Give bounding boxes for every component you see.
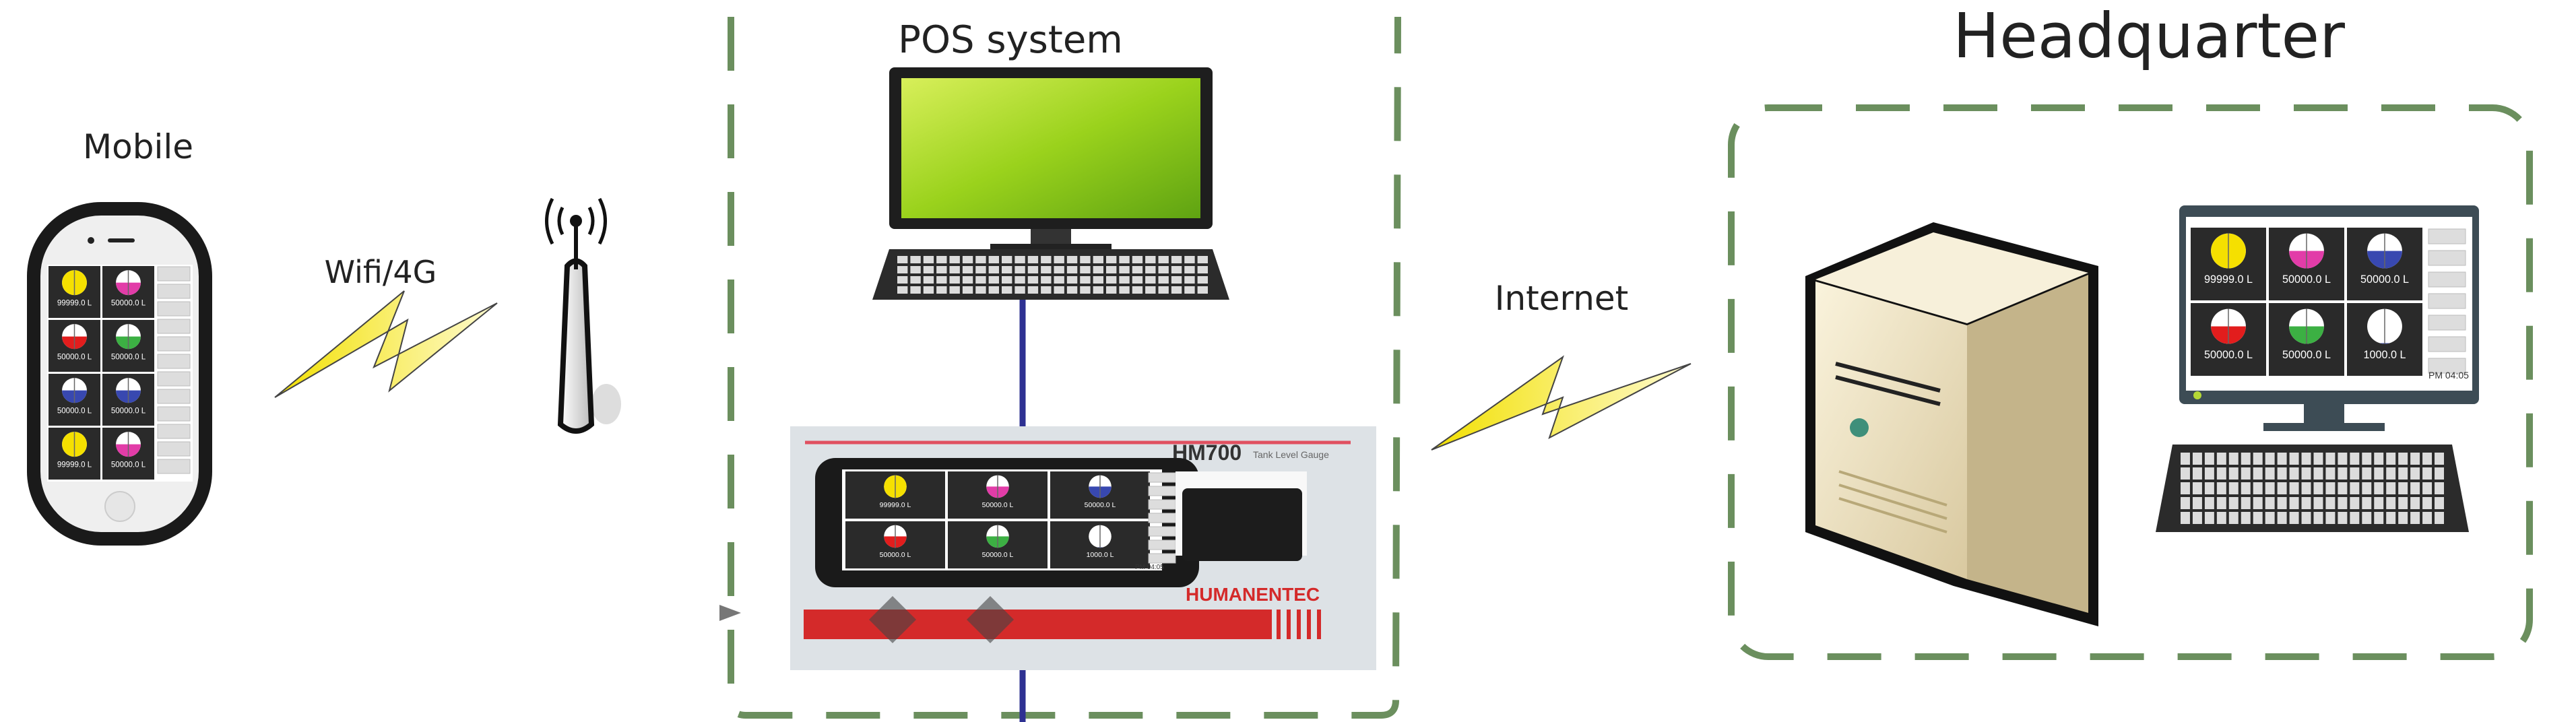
hq-keyboard (2156, 445, 2469, 532)
menu-button[interactable] (2428, 358, 2466, 374)
device-subtitle: Tank Level Gauge (1253, 449, 1329, 460)
tank-tile[interactable]: 1000.0 L (1050, 521, 1150, 568)
tank-tile[interactable]: 50000.0 L (2269, 228, 2344, 300)
menu-button[interactable] (157, 266, 191, 282)
internet-label: Internet (1495, 279, 1629, 318)
tank-tile[interactable]: 50000.0 L (49, 374, 100, 426)
tank-volume: 50000.0 L (111, 461, 146, 469)
tank-tile[interactable]: 50000.0 L (102, 320, 154, 372)
tank-tile[interactable]: 50000.0 L (102, 428, 154, 480)
mobile-screen: 99999.0 L 50000.0 L 50000.0 L 50000.0 L 5000… (47, 265, 193, 482)
menu-button[interactable] (157, 459, 191, 474)
tank-tile[interactable]: 1000.0 L (2347, 303, 2422, 376)
home-button (104, 491, 135, 522)
server-tower-icon (1805, 222, 2098, 626)
pos-keyboard (872, 249, 1229, 300)
menu-button[interactable] (157, 354, 191, 369)
tank-volume: 50000.0 L (1085, 501, 1116, 509)
pos-zone-border (728, 16, 1401, 719)
menu-button[interactable] (1148, 526, 1176, 537)
tank-tile[interactable]: 50000.0 L (845, 521, 945, 568)
menu-button[interactable] (157, 371, 191, 387)
tank-volume: 50000.0 L (111, 300, 146, 308)
tank-volume: 99999.0 L (2204, 273, 2253, 286)
tank-volume: 50000.0 L (2204, 349, 2253, 361)
tank-tile[interactable]: 50000.0 L (2269, 303, 2344, 376)
menu-button[interactable] (157, 319, 191, 334)
brand-logo: HUMANENTEC (1186, 584, 1320, 605)
hq-time: PM 04:05 (2428, 370, 2469, 381)
tank-volume: 1000.0 L (2363, 349, 2406, 361)
tank-tile[interactable]: 99999.0 L (49, 266, 100, 318)
tank-tile[interactable]: 50000.0 L (49, 320, 100, 372)
wireless-antenna-icon (545, 197, 621, 434)
menu-button[interactable] (2428, 293, 2466, 309)
menu-button[interactable] (2428, 250, 2466, 266)
menu-button[interactable] (1148, 472, 1176, 483)
tank-volume: 50000.0 L (982, 501, 1014, 509)
menu-button[interactable] (1148, 553, 1176, 564)
menu-button[interactable] (2428, 228, 2466, 244)
tank-volume: 50000.0 L (2282, 273, 2331, 286)
menu-button[interactable] (1148, 486, 1176, 496)
wifi-lightning-icon (274, 290, 498, 398)
tank-tile[interactable]: 99999.0 L (2191, 228, 2266, 300)
tank-tile[interactable]: 50000.0 L (948, 471, 1048, 519)
menu-button[interactable] (157, 389, 191, 404)
receipt-printer (1182, 488, 1302, 561)
tank-volume: 99999.0 L (57, 461, 92, 469)
menu-button[interactable] (1148, 499, 1176, 510)
menu-button[interactable] (157, 301, 191, 317)
tank-volume: 99999.0 L (57, 300, 92, 308)
internet-lightning-icon (1431, 355, 1692, 451)
mobile-label: Mobile (83, 127, 193, 166)
menu-button[interactable] (2428, 315, 2466, 331)
hq-monitor: 99999.0 L 50000.0 L 50000.0 L 50000.0 L 5000… (2179, 205, 2479, 431)
menu-button[interactable] (2428, 271, 2466, 288)
tank-volume: 1000.0 L (1087, 551, 1114, 559)
tank-tile[interactable]: 99999.0 L (49, 428, 100, 480)
tank-tile[interactable]: 50000.0 L (2347, 228, 2422, 300)
tank-tile[interactable]: 50000.0 L (102, 374, 154, 426)
speaker-grille (869, 596, 916, 643)
headquarter-zone-border (1728, 104, 2533, 660)
device-time: PM 04:05 (1135, 564, 1164, 571)
tank-tile[interactable]: 50000.0 L (1050, 471, 1150, 519)
menu-button[interactable] (157, 441, 191, 457)
tank-volume: 50000.0 L (2282, 349, 2331, 361)
tank-volume: 50000.0 L (57, 354, 92, 362)
tank-volume: 99999.0 L (880, 501, 911, 509)
tank-tile[interactable]: 50000.0 L (2191, 303, 2266, 376)
arrow-icon (719, 605, 741, 621)
menu-button[interactable] (157, 336, 191, 352)
tank-volume: 50000.0 L (111, 407, 146, 416)
menu-button[interactable] (1148, 539, 1176, 550)
speaker-grille (967, 596, 1014, 643)
tank-volume: 50000.0 L (57, 407, 92, 416)
tank-volume: 50000.0 L (982, 551, 1014, 559)
menu-button[interactable] (157, 284, 191, 299)
wifi-label: Wifi/4G (325, 254, 437, 290)
tank-volume: 50000.0 L (111, 354, 146, 362)
mobile-phone: 99999.0 L 50000.0 L 50000.0 L 50000.0 L 5000… (27, 202, 212, 546)
tank-tile[interactable]: 99999.0 L (845, 471, 945, 519)
tank-tile[interactable]: 50000.0 L (102, 266, 154, 318)
tank-tile[interactable]: 50000.0 L (948, 521, 1048, 568)
menu-button[interactable] (1148, 513, 1176, 523)
pos-system-label: POS system (898, 18, 1123, 62)
device-screen: 99999.0 L 50000.0 L 50000.0 L 50000.0 L 5000… (845, 471, 1176, 568)
tank-volume: 50000.0 L (880, 551, 911, 559)
menu-button[interactable] (157, 406, 191, 422)
tank-volume: 50000.0 L (2360, 273, 2409, 286)
menu-button[interactable] (157, 424, 191, 439)
pos-monitor (889, 67, 1213, 252)
menu-button[interactable] (2428, 336, 2466, 352)
hq-screen: 99999.0 L 50000.0 L 50000.0 L 50000.0 L 5000… (2191, 228, 2466, 376)
headquarter-label: Headquarter (1953, 0, 2345, 72)
